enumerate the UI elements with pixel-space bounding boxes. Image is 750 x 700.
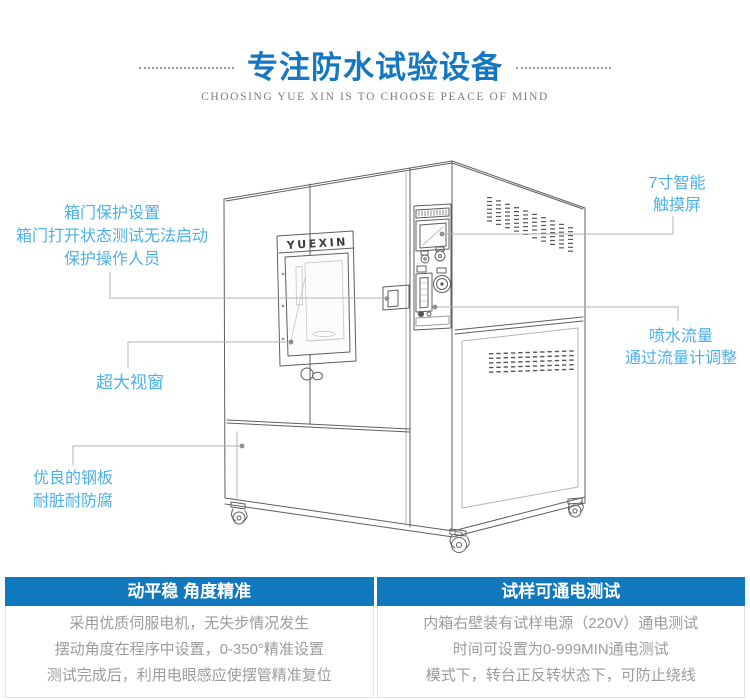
pressure-gauge (420, 254, 430, 264)
callout-line: 箱门保护设置 (63, 205, 161, 222)
panel-title: 动平稳 角度精准 (5, 577, 374, 606)
callout-line: 7寸智能 (648, 175, 706, 192)
panel-line: 测试完成后，利用电眼感应使摆管精准复位 (46, 667, 332, 684)
callout-touch-screen: 7寸智能 触摸屏 (649, 173, 706, 217)
panel-line: 模式下，转台正反转状态下，可防止绕线 (425, 667, 696, 684)
door-window (276, 230, 357, 367)
panel-line: 内箱右壁装有试样电源（220V）通电测试 (423, 615, 699, 632)
panel-body: 采用优质伺服电机，无失步情况发生 摆动角度在程序中设置，0-350°精准设置 测… (5, 606, 374, 698)
page-title: 专注防水试验设备 (247, 50, 503, 85)
control-panel (413, 203, 452, 331)
panel-line: 时间可设置为0-999MIN通电测试 (452, 641, 669, 658)
callout-spray-flow: 喷水流量 通过流量计调整 (625, 326, 737, 370)
feature-panels: 动平稳 角度精准 采用优质伺服电机，无失步情况发生 摆动角度在程序中设置，0-3… (5, 577, 745, 698)
door-latch (382, 284, 410, 311)
side-vent-top (487, 197, 573, 252)
feature-panel-motion: 动平稳 角度精准 采用优质伺服电机，无失步情况发生 摆动角度在程序中设置，0-3… (5, 577, 374, 698)
callout-line: 优良的钢板 (32, 470, 114, 487)
callout-connectors (72, 216, 679, 465)
callout-line: 保护操作人员 (63, 251, 161, 268)
callout-line: 箱门打开状态测试无法启动 (15, 228, 209, 245)
dotted-divider-left-icon (139, 67, 234, 69)
callout-line: 通过流量计调整 (624, 350, 738, 367)
callout-large-window: 超大视窗 (96, 371, 164, 394)
door-knob (300, 367, 314, 381)
callout-line: 触摸屏 (652, 197, 701, 214)
page-header: 专注防水试验设备 CHOOSING YUE XIN IS TO CHOOSE P… (0, 50, 750, 103)
panel-line: 摆动角度在程序中设置，0-350°精准设置 (54, 641, 324, 658)
callout-steel-plate: 优良的钢板 耐脏耐防腐 (33, 467, 113, 513)
caster-wheels (230, 497, 584, 553)
connector-dots (239, 231, 445, 449)
page-subtitle: CHOOSING YUE XIN IS TO CHOOSE PEACE OF M… (201, 91, 549, 103)
control-dial (433, 275, 451, 293)
callout-line: 喷水流量 (648, 328, 714, 345)
panel-body: 内箱右壁装有试样电源（220V）通电测试 时间可设置为0-999MIN通电测试 … (376, 606, 745, 698)
callout-line: 耐脏耐防腐 (32, 493, 114, 510)
brand-label: YUEXIN (285, 235, 348, 252)
feature-panel-power-test: 试样可通电测试 内箱右壁装有试样电源（220V）通电测试 时间可设置为0-999… (376, 577, 745, 698)
flow-meter (415, 272, 433, 313)
callout-line: 超大视窗 (96, 373, 164, 392)
panel-title: 试样可通电测试 (376, 577, 745, 606)
cabinet-outline (223, 160, 586, 532)
touch-screen (415, 218, 450, 252)
dotted-divider-right-icon (516, 67, 611, 69)
callout-door-protection: 箱门保护设置 箱门打开状态测试无法启动 保护操作人员 (16, 202, 208, 271)
panel-line: 采用优质伺服电机，无失步情况发生 (69, 615, 310, 632)
side-vent-bottom (489, 350, 574, 373)
